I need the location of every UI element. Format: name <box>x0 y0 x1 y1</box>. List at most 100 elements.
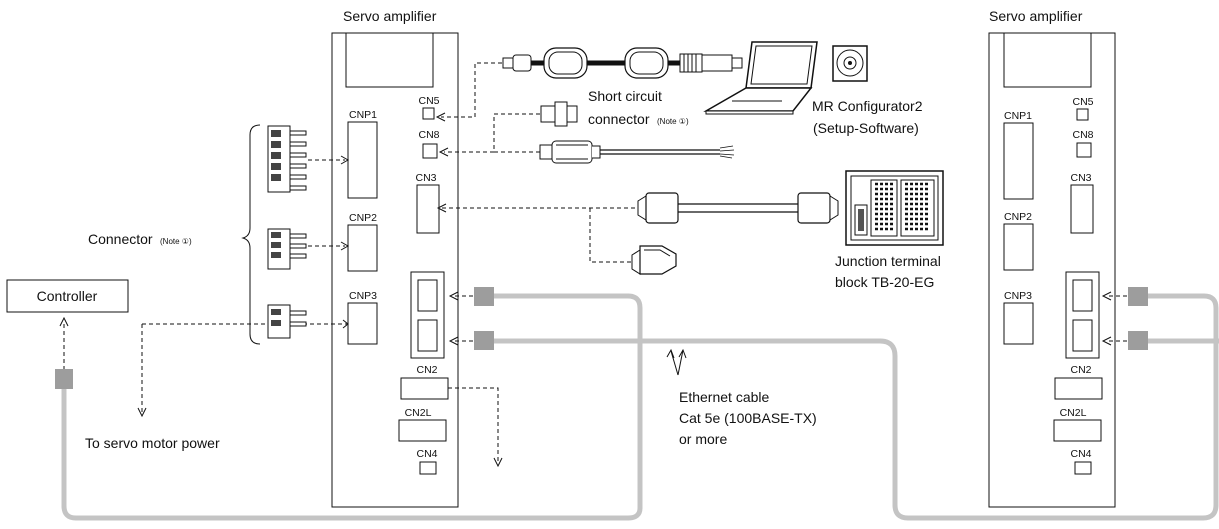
ethernet-callout-line-1 <box>670 350 679 376</box>
left-ethernet-arrow-2 <box>448 336 459 346</box>
right-ethernet-port-2 <box>1072 319 1093 352</box>
right-cnp3-label: CNP3 <box>1004 290 1032 302</box>
left-cnp3-label: CNP3 <box>349 290 377 302</box>
left-ethernet-port-2 <box>417 319 438 352</box>
ethernet-label-line2: Cat 5e (100BASE-TX) <box>679 410 817 426</box>
left-cn3-label: CN3 <box>415 172 436 184</box>
cn5-usb-link <box>441 62 502 118</box>
left-ethernet-arrow-1 <box>448 291 459 301</box>
ethernet-callout-arrow-2 <box>678 348 687 359</box>
connector-label-text: Connector <box>88 231 153 247</box>
servo-motor-power-arrow <box>137 407 147 418</box>
left-cn5-port <box>422 107 435 120</box>
ethernet-cable-right-out <box>1148 293 1219 341</box>
cn8-arrow <box>438 147 449 157</box>
ethernet-callout-line-2 <box>677 349 684 376</box>
short-circuit-line2-text: connector <box>588 111 650 127</box>
cn3-cable-icon <box>637 192 839 224</box>
right-cn5-label: CN5 <box>1072 96 1093 108</box>
right-cn2-port <box>1054 377 1103 400</box>
left-cn4-port <box>419 461 437 475</box>
ethernet-cable-loop-controller <box>61 293 643 521</box>
left-cn3-port <box>416 184 440 234</box>
right-cnp1-port <box>1003 122 1034 200</box>
right-ethernet-arrow-1 <box>1101 291 1112 301</box>
left-cnp3-port <box>347 302 378 345</box>
right-cn4-label: CN4 <box>1070 448 1091 460</box>
short-circuit-line1: Short circuit <box>588 88 662 104</box>
cnp3-arrow <box>342 319 349 329</box>
left-ethernet-port-1 <box>417 279 438 312</box>
plug-cnp3 <box>267 304 307 339</box>
right-amplifier-title: Servo amplifier <box>989 8 1083 24</box>
right-cn3-port <box>1070 184 1094 234</box>
left-cn5-label: CN5 <box>418 95 439 107</box>
right-cn2l-port <box>1053 419 1102 442</box>
left-cn2-label: CN2 <box>416 364 437 376</box>
cn5-arrow <box>435 112 446 122</box>
cn3-plug-icon <box>631 245 677 275</box>
cn3-arrow <box>436 203 447 213</box>
cnp1-arrow <box>340 155 350 165</box>
mr-configurator-line2: (Setup-Software) <box>813 120 919 136</box>
short-circuit-line2: connector <box>588 111 650 127</box>
connector-brace <box>241 124 261 345</box>
usb-cable <box>502 47 743 79</box>
servo-motor-power-label: To servo motor power <box>85 435 220 451</box>
right-cn2l-label: CN2L <box>1060 407 1087 419</box>
cn2-encoder-line <box>448 387 499 462</box>
ethernet-label-line1: Ethernet cable <box>679 389 769 405</box>
right-ethernet-plug-1 <box>1128 287 1148 306</box>
right-cnp1-label: CNP1 <box>1004 110 1032 122</box>
right-cnp2-port <box>1003 223 1034 271</box>
ethernet-cable-amplifier-link <box>494 338 1219 521</box>
left-ethernet-plug-1 <box>474 287 494 306</box>
junction-label-line2: block TB-20-EG <box>835 274 934 290</box>
cn2-encoder-arrow <box>493 457 503 468</box>
short-circuit-note: (Note ①) <box>657 117 689 126</box>
right-cn5-port <box>1076 108 1089 121</box>
cn8-link <box>444 113 540 153</box>
right-cn4-port <box>1074 461 1092 475</box>
left-cn4-label: CN4 <box>416 448 437 460</box>
right-cn8-port <box>1076 142 1092 158</box>
left-cnp1-label: CNP1 <box>349 109 377 121</box>
short-circuit-connector-icon <box>540 101 578 127</box>
left-cn2-port <box>400 377 449 400</box>
left-amplifier-title: Servo amplifier <box>343 8 437 24</box>
right-cn3-label: CN3 <box>1070 172 1091 184</box>
right-cnp2-label: CNP2 <box>1004 211 1032 223</box>
cn8-cable-icon <box>539 140 735 164</box>
controller-box <box>6 279 129 313</box>
cnp2-arrow <box>340 241 350 251</box>
left-cnp2-label: CNP2 <box>349 212 377 224</box>
cn3-branch-link <box>589 208 632 263</box>
right-ethernet-arrow-2 <box>1101 336 1112 346</box>
left-cn2l-label: CN2L <box>405 407 432 419</box>
left-cn8-port <box>422 143 438 159</box>
left-cnp1-port <box>347 121 378 199</box>
controller-ethernet-plug <box>55 369 73 389</box>
laptop-icon <box>703 41 818 115</box>
ethernet-label-line3: or more <box>679 431 727 447</box>
connector-note: (Note ①) <box>160 237 192 246</box>
left-amplifier-display <box>345 32 434 88</box>
plug-cnp2 <box>267 228 307 270</box>
left-ethernet-plug-2 <box>474 331 494 350</box>
left-cnp2-port <box>347 224 378 272</box>
plug-cnp1 <box>267 125 307 193</box>
controller-arrow <box>59 316 69 327</box>
software-disc-icon <box>832 45 868 82</box>
right-cn2-label: CN2 <box>1070 364 1091 376</box>
junction-terminal-block-icon <box>845 170 944 246</box>
mr-configurator-line1: MR Configurator2 <box>812 98 923 114</box>
right-ethernet-plug-2 <box>1128 331 1148 350</box>
right-amplifier-display <box>1003 32 1092 88</box>
right-ethernet-port-1 <box>1072 279 1093 312</box>
left-cn2l-port <box>398 419 447 442</box>
ethernet-callout-arrow-1 <box>666 348 675 359</box>
connector-label: Connector <box>88 231 153 247</box>
controller-label: Controller <box>37 288 98 304</box>
